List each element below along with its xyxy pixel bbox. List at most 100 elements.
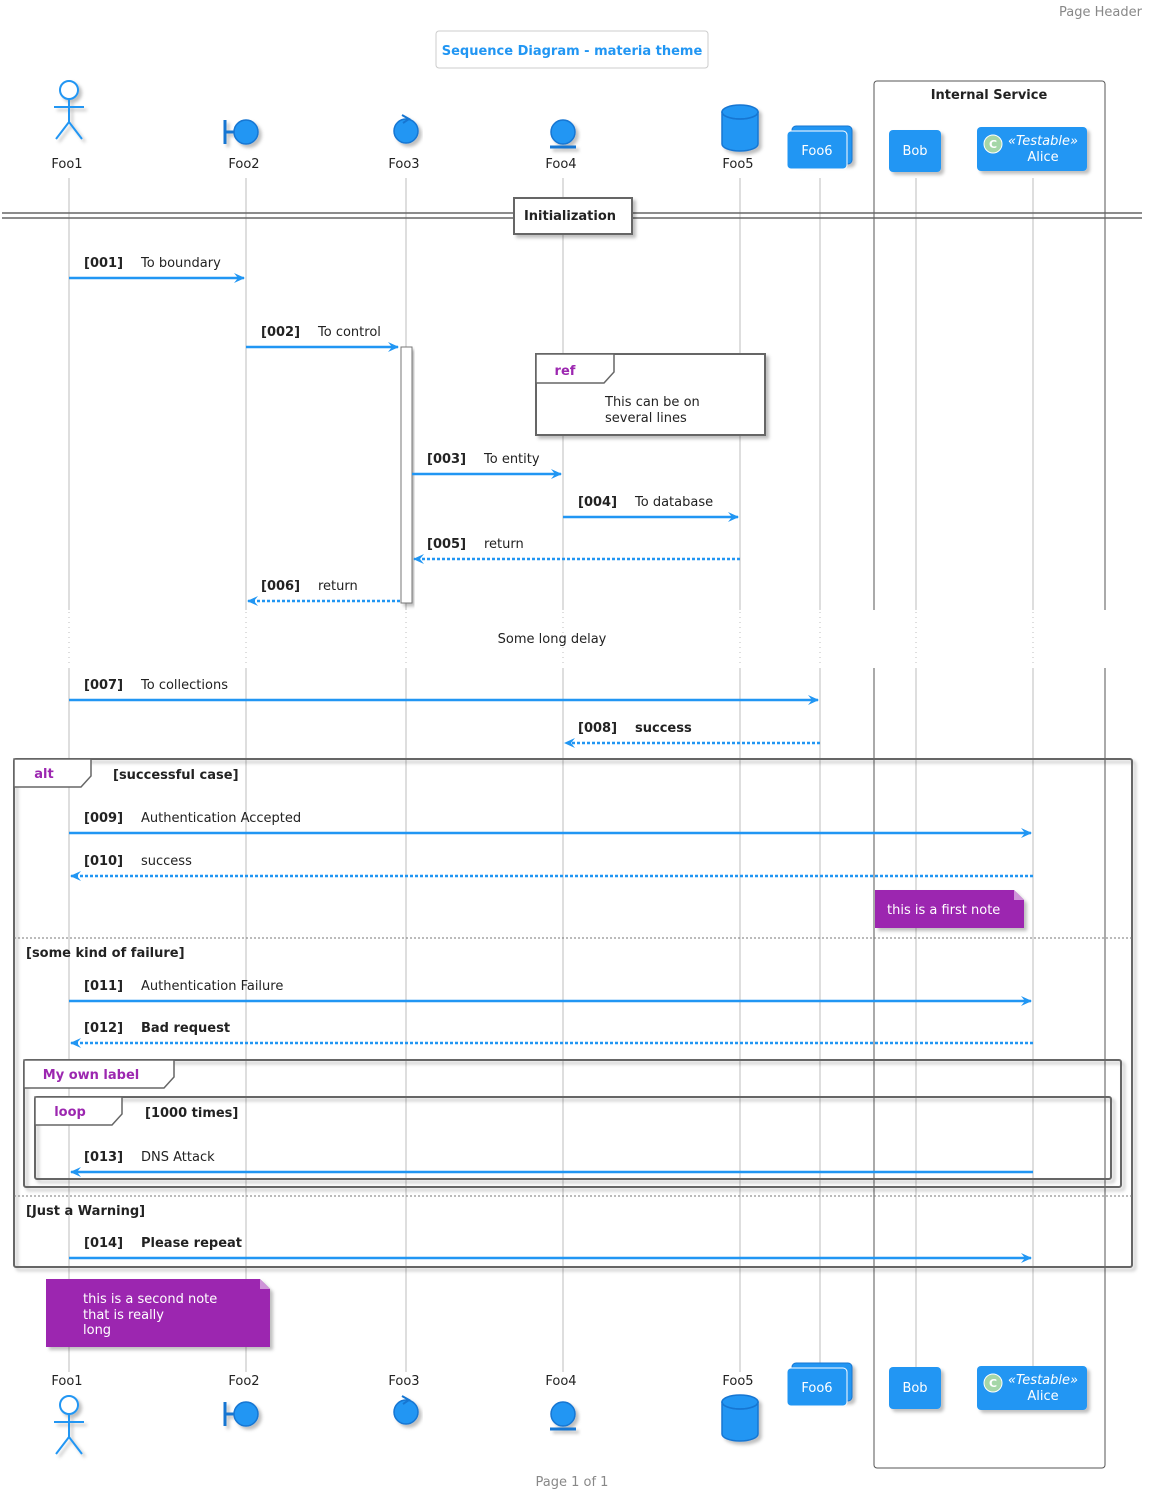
messages: [001] To boundary [002]To control [003]To e… (69, 256, 1033, 1263)
class-badge-icon (983, 1373, 1003, 1393)
participant-box (889, 1367, 941, 1409)
note-second-line-1: this is a second note (83, 1292, 217, 1307)
actor-icon (54, 1395, 84, 1455)
collections-box (786, 1362, 853, 1407)
message-12: [012]Bad request (70, 1021, 1033, 1048)
boundary-icon (223, 119, 259, 145)
control-icon (393, 1395, 419, 1425)
database-icon (721, 104, 759, 152)
page-footer: Page 1 of 1 (536, 1475, 609, 1490)
participant-name: Foo5 (722, 1374, 753, 1389)
delay-gap (0, 610, 1154, 668)
group-label: My own label (43, 1068, 139, 1083)
boundary-icon (223, 1401, 259, 1427)
participant-stereotype: «Testable» (1008, 1373, 1078, 1388)
participant-name: Foo3 (388, 157, 419, 172)
message-label: To boundary (140, 256, 221, 271)
loop-frame: loop [1000 times] (34, 1096, 1112, 1180)
delay-dots (68, 612, 1034, 666)
message-label: success (635, 721, 692, 736)
participant-foo1-bottom: Foo1 (51, 1374, 84, 1455)
alt-frame: alt [successful case] [some kind of fail… (13, 758, 1133, 1268)
note-second: this is a second note that is really lon… (46, 1279, 270, 1347)
loop-keyword: loop (54, 1105, 86, 1120)
note-first-line-1: this is a first note (887, 903, 1000, 918)
participant-bob-bottom: Bob (889, 1367, 941, 1409)
participant-heads: Foo1Foo1Foo2Foo2Foo3Foo3Foo4Foo4Foo5Foo5… (51, 80, 1087, 1455)
message-2: [002]To control (246, 325, 399, 352)
message-number: [011] (84, 979, 123, 994)
loop-guard: [1000 times] (145, 1106, 238, 1121)
class-badge-icon (983, 134, 1003, 154)
message-1: [001] To boundary (69, 256, 245, 283)
participant-alice-top: C«Testable»Alice (977, 127, 1087, 171)
message-number: [003] (427, 452, 466, 467)
message-13: [013]DNS Attack (70, 1150, 1033, 1177)
page-header: Page Header (1059, 5, 1143, 20)
class-badge-letter: C (989, 1377, 997, 1390)
message-label: To collections (140, 678, 228, 693)
message-number: [001] (84, 256, 123, 271)
divider-label: Initialization (524, 209, 616, 224)
participant-foo6-top: Foo6 (786, 125, 853, 170)
title-box (435, 30, 709, 69)
note-second-line-2: that is really (83, 1308, 164, 1323)
participant-foo5-bottom: Foo5 (721, 1374, 759, 1442)
note-first: this is a first note (875, 890, 1024, 928)
participant-box (889, 130, 941, 172)
participant-foo6-bottom: Foo6 (786, 1362, 853, 1407)
note-second-line-3: long (83, 1323, 111, 1338)
message-label: success (141, 854, 192, 869)
collections-box (786, 125, 853, 170)
participant-foo2-bottom: Foo2 (223, 1374, 260, 1427)
participant-name: Foo6 (801, 144, 832, 159)
participant-foo2-top: Foo2 (223, 119, 260, 172)
message-11: [011]Authentication Failure (69, 979, 1032, 1006)
participant-name: Foo3 (388, 1374, 419, 1389)
message-number: [009] (84, 811, 123, 826)
message-9: [009] Authentication Accepted (69, 811, 1032, 838)
divider-initialization: Initialization (2, 197, 1142, 235)
actor-icon (54, 80, 84, 140)
message-label: DNS Attack (141, 1150, 215, 1165)
internal-service-title: Internal Service (931, 88, 1048, 103)
message-number: [008] (578, 721, 617, 736)
participant-foo3-top: Foo3 (388, 114, 420, 172)
message-label: return (318, 579, 358, 594)
diagram-title: Sequence Diagram - materia theme (442, 44, 703, 59)
entity-icon (550, 119, 576, 149)
participant-box (977, 1366, 1087, 1410)
participant-name: Foo4 (545, 1374, 576, 1389)
message-3: [003]To entity (412, 452, 562, 479)
participant-box (977, 127, 1087, 171)
ref-text-line-2: several lines (605, 411, 687, 426)
participant-foo3-bottom: Foo3 (388, 1374, 420, 1425)
message-number: [006] (261, 579, 300, 594)
participant-name: Bob (902, 144, 927, 159)
participant-stereotype: «Testable» (1008, 134, 1078, 149)
participant-alice-bottom: C «Testable»Alice (977, 1366, 1087, 1410)
message-4: [004]To database (563, 495, 739, 522)
message-10: [010]success (70, 854, 1033, 881)
message-label: Authentication Accepted (141, 811, 301, 826)
alt-keyword: alt (34, 767, 53, 782)
delay-label: Some long delay (498, 632, 607, 647)
message-number: [012] (84, 1021, 123, 1036)
participant-bob-top: Bob (889, 130, 941, 172)
entity-icon (550, 1401, 576, 1431)
participant-name: Alice (1027, 150, 1058, 165)
message-label: To control (317, 325, 381, 340)
group-frame: My own label (23, 1059, 1122, 1188)
message-number: [014] (84, 1236, 123, 1251)
participant-foo5-top: Foo5 (721, 104, 759, 172)
message-number: [007] (84, 678, 123, 693)
message-number: [004] (578, 495, 617, 510)
participant-name: Foo2 (228, 1374, 259, 1389)
message-6: [006] return (247, 579, 400, 606)
control-icon (393, 114, 419, 144)
participant-name: Alice (1027, 1389, 1058, 1404)
alt-guard: [successful case] (113, 768, 239, 783)
internal-service-box (873, 80, 1106, 1469)
message-8: [008] success (564, 721, 820, 748)
